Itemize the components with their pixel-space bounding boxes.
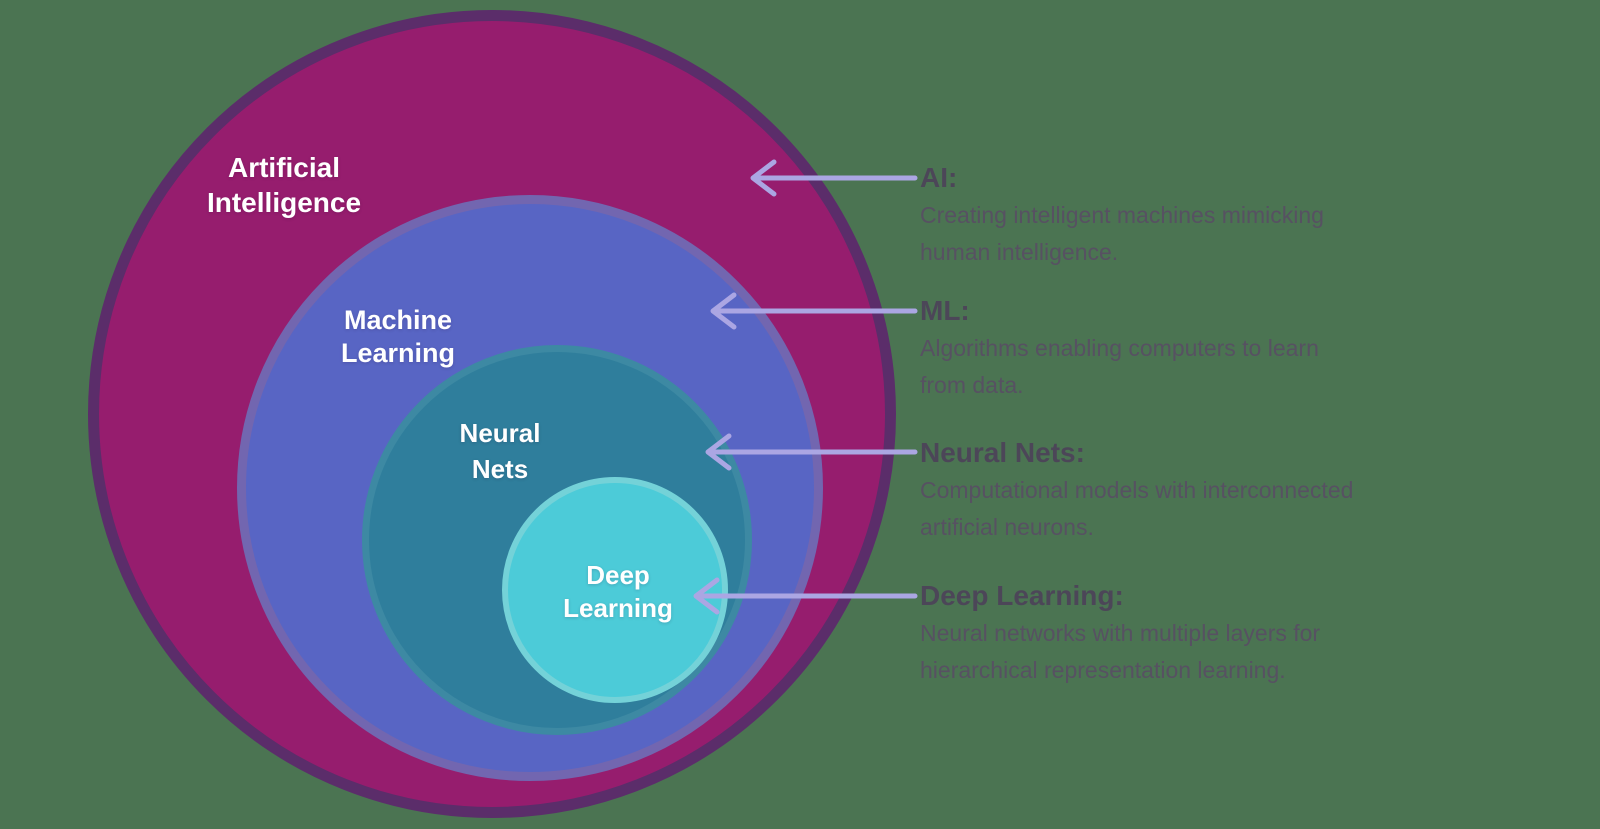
annotation-line: Creating intelligent machines mimicking xyxy=(920,202,1324,228)
annotation-heading: AI: xyxy=(920,162,958,193)
annotation-deep-learning: Deep Learning: Neural networks with mult… xyxy=(920,579,1480,689)
annotation-line: Algorithms enabling computers to learn xyxy=(920,335,1319,361)
label-line: Deep xyxy=(586,560,650,590)
label-line: Learning xyxy=(563,593,673,623)
annotation-heading: ML: xyxy=(920,295,970,326)
label-line: Machine xyxy=(343,305,453,335)
annotation-neural-nets: Neural Nets: Computational models with i… xyxy=(920,436,1480,546)
annotation-ml: ML: Algorithms enabling computers to lea… xyxy=(920,294,1480,404)
annotation-line: from data. xyxy=(920,372,1024,398)
label-line: Intelligence xyxy=(206,187,362,218)
deep-learning-circle xyxy=(502,477,728,703)
annotation-line: Computational models with interconnected xyxy=(920,477,1354,503)
annotation-line: human intelligence. xyxy=(920,239,1119,265)
annotation-heading: Deep Learning: xyxy=(920,580,1124,611)
label-line: Learning xyxy=(340,338,456,368)
label-line: Nets xyxy=(471,454,529,484)
deep-learning-circle-label: Deep Learning xyxy=(563,559,673,625)
annotation-ai: AI: Creating intelligent machines mimick… xyxy=(920,161,1480,271)
label-line: Artificial xyxy=(227,152,341,183)
neural-nets-circle-label: Neural Nets xyxy=(460,415,541,487)
annotation-heading: Neural Nets: xyxy=(920,437,1085,468)
annotation-line: Neural networks with multiple layers for xyxy=(920,620,1321,646)
annotation-line: artificial neurons. xyxy=(920,514,1094,540)
annotation-line: hierarchical representation learning. xyxy=(920,657,1286,683)
machine-learning-circle-label: Machine Learning xyxy=(341,304,455,370)
ai-circle-label: Artificial Intelligence xyxy=(207,150,361,220)
label-line: Neural xyxy=(459,418,541,448)
